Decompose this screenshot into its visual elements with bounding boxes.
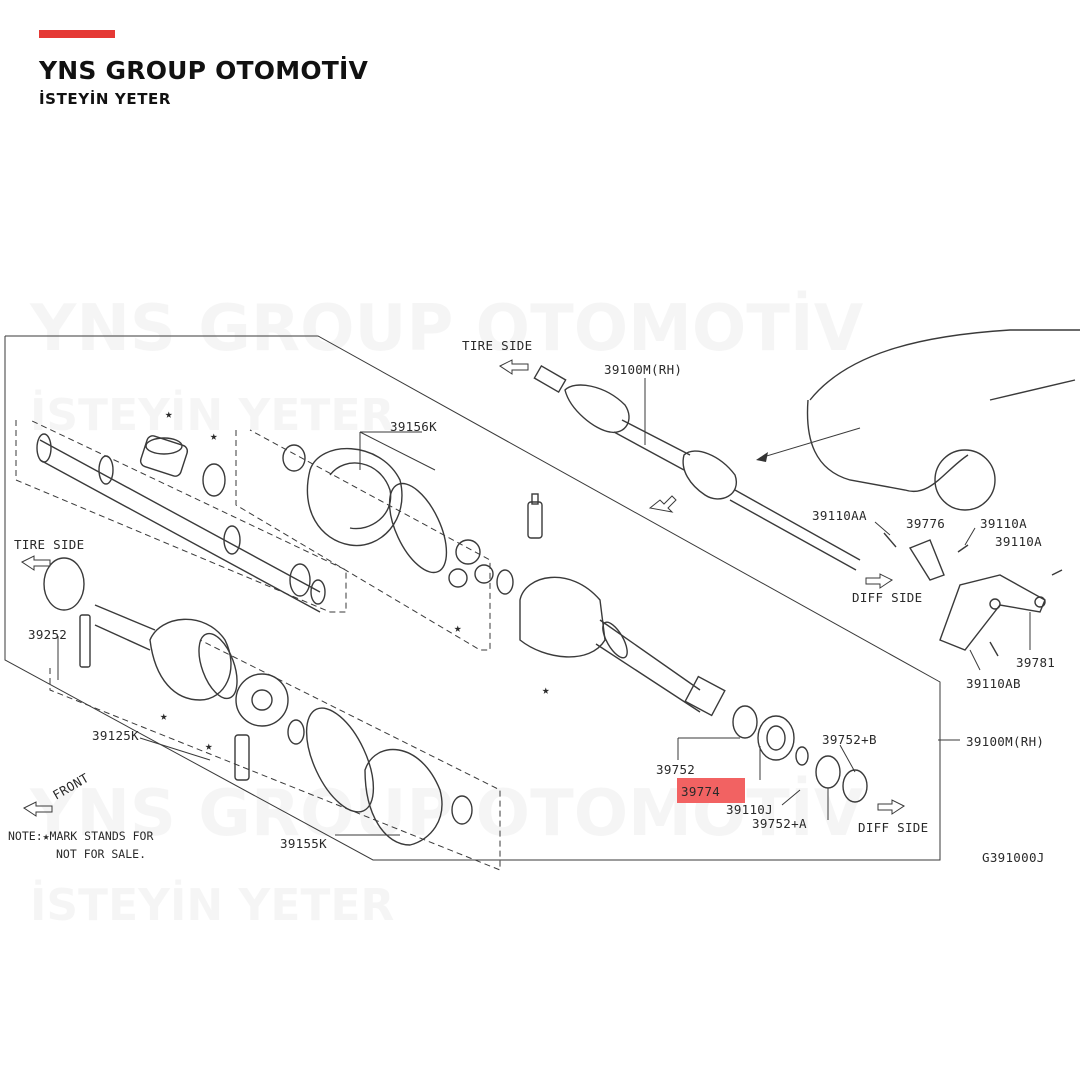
label-39781: 39781 (1016, 655, 1055, 670)
diagram-code: G391000J (982, 850, 1045, 865)
shaft-sleeve (139, 435, 189, 477)
brand-accent-bar (39, 30, 115, 38)
vehicle-outline (756, 329, 1080, 511)
label-39155k: 39155K (280, 836, 327, 851)
arrow-diff-side-right (865, 573, 893, 589)
label-39774-highlighted: 39774 (681, 784, 720, 799)
brand-subtitle: İSTEYİN YETER (39, 90, 172, 108)
label-diff-side-bottom: DIFF SIDE (858, 820, 928, 835)
inner-boot-kit (235, 429, 543, 651)
label-tire-side-left: TIRE SIDE (14, 537, 84, 552)
intermediate-shaft (15, 419, 347, 613)
arrow-front (23, 801, 53, 817)
diagram-frame (4, 335, 941, 861)
label-tire-side-top: TIRE SIDE (462, 338, 532, 353)
bearing-group (732, 705, 868, 803)
watermark-line1: YNS GROUP OTOMOTİV (29, 290, 864, 366)
brand-title: YNS GROUP OTOMOTİV (39, 56, 369, 85)
support-bracket (883, 532, 1063, 657)
outer-joint-assembly (43, 557, 501, 871)
label-39110a-1: 39110A (980, 516, 1027, 531)
label-39100m-top: 39100M(RH) (604, 362, 682, 377)
not-for-sale-star-3: ★ (454, 620, 462, 635)
label-39110a-2: 39110A (995, 534, 1042, 549)
leader-lines (57, 378, 1031, 836)
label-39776: 39776 (906, 516, 945, 531)
label-39110j: 39110J (726, 802, 773, 817)
drive-shaft-assembly-rh (533, 364, 861, 571)
highlight-39774 (677, 778, 745, 803)
not-for-sale-star-6: ★ (205, 738, 213, 753)
not-for-sale-star-5: ★ (160, 708, 168, 723)
not-for-sale-star-1: ★ (165, 406, 173, 421)
label-39110aa: 39110AA (812, 508, 867, 523)
note-line-2: NOT FOR SALE. (56, 847, 146, 861)
arrow-diff-side-bottom (877, 799, 905, 815)
label-39125k: 39125K (92, 728, 139, 743)
inner-joint-housing (519, 576, 726, 717)
arrow-tire-side-top (499, 359, 529, 375)
label-diff-side-right: DIFF SIDE (852, 590, 922, 605)
watermark-line2-bottom: İSTEYİN YETER (30, 878, 394, 931)
label-39752: 39752 (656, 762, 695, 777)
snap-ring-shaft (202, 463, 226, 497)
label-39752a: 39752+A (752, 816, 807, 831)
note-line-1: NOTE:★MARK STANDS FOR (8, 829, 153, 843)
label-39110ab: 39110AB (966, 676, 1021, 691)
arrow-shaft-down (648, 495, 677, 513)
not-for-sale-star-2: ★ (210, 428, 218, 443)
not-for-sale-star-4: ★ (542, 682, 550, 697)
label-39156k: 39156K (390, 419, 437, 434)
label-39100m-right: 39100M(RH) (966, 734, 1044, 749)
label-39252: 39252 (28, 627, 67, 642)
label-39752b: 39752+B (822, 732, 877, 747)
arrow-tire-side-left (21, 555, 51, 571)
